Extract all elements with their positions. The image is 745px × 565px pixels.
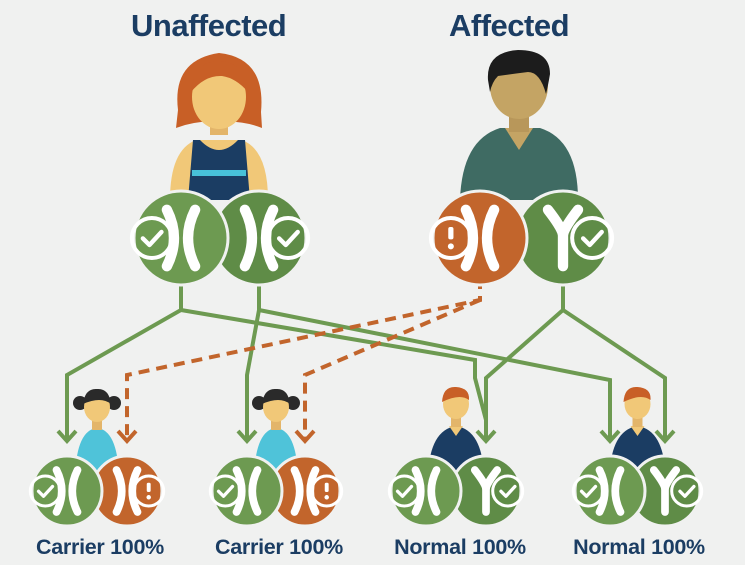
father-x-dashed-lines [116,278,482,444]
checkmark-icon [570,216,615,260]
checkmark-icon [491,474,525,508]
chromosome-circle [389,454,463,528]
child-4-chromosome-pair [571,454,704,528]
exclamation-icon [132,474,166,508]
y-chromosome-icon [470,466,502,516]
child-2-chromosome-pair [208,454,344,528]
checkmark-icon [387,474,421,508]
father-label: Affected [449,8,570,43]
y-chromosome-icon [542,204,584,272]
chromosome-circle [132,189,230,287]
children-figures [73,386,666,475]
children-chromosomes [28,454,704,528]
mother-chromosome-pair [129,189,311,287]
child-4-label: Normal 100% [573,535,705,559]
child-2-label: Carrier 100% [215,535,343,559]
y-chromosome-icon [649,466,681,516]
chromosome-circle [210,454,284,528]
chromosome-circle [573,454,647,528]
exclamation-icon [428,216,473,260]
mother-label: Unaffected [131,8,287,43]
child-1-chromosome-pair [28,454,166,528]
father-figure [460,50,578,200]
parent-chromosomes [129,189,615,287]
x-chromosome-icon [239,204,279,272]
father-y-lines [484,265,676,444]
mother-x2-lines [236,265,621,444]
x-chromosome-icon [460,204,500,272]
father-chromosome-pair [428,189,615,287]
chromosome-circle [431,189,529,287]
checkmark-icon [266,216,311,260]
inheritance-lines [56,265,676,444]
checkmark-icon [28,474,62,508]
checkmark-icon [670,474,704,508]
chromosome-circle [30,454,104,528]
checkmark-icon [208,474,242,508]
child-3-label: Normal 100% [394,535,526,559]
x-chromosome-icon [161,204,201,272]
exclamation-icon [310,474,344,508]
mother-figure [170,53,268,200]
child-3-chromosome-pair [387,454,525,528]
checkmark-icon [129,216,174,260]
child-1-label: Carrier 100% [36,535,164,559]
checkmark-icon [571,474,605,508]
